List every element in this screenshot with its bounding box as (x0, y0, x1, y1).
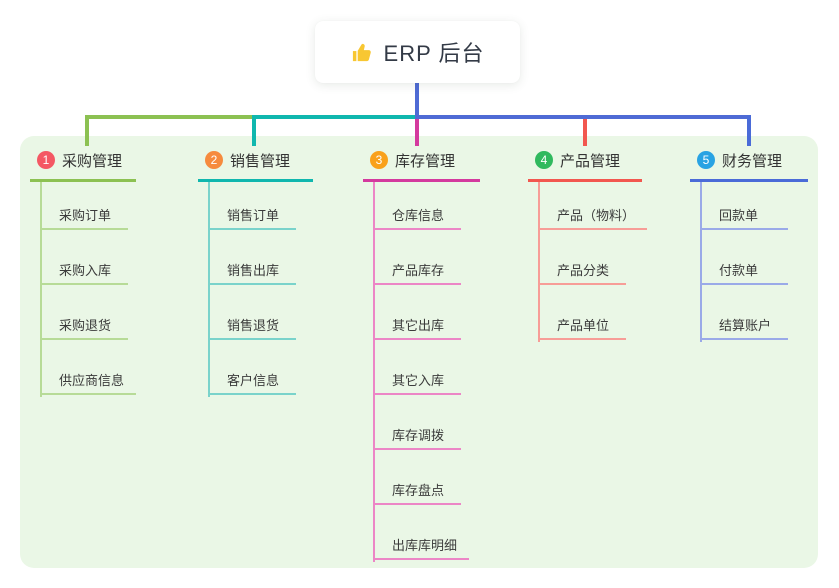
branch-underline (198, 179, 313, 182)
leaf-node[interactable]: 客户信息 (208, 373, 296, 395)
leaf-node[interactable]: 库存盘点 (373, 483, 461, 505)
leaf-node[interactable]: 回款单 (700, 208, 788, 230)
leaf-node[interactable]: 销售退货 (208, 318, 296, 340)
branch-2-drop-line (252, 115, 256, 146)
leaf-node[interactable]: 出库库明细 (373, 538, 470, 560)
branch-number-badge: 2 (205, 151, 223, 169)
branch-title: 采购管理 (62, 152, 123, 170)
branch-3-drop-line (415, 119, 419, 146)
connector-segment-teal (252, 115, 415, 119)
branch-child-connector (373, 182, 375, 562)
branch-1-drop-line (85, 115, 89, 146)
branch-title: 产品管理 (560, 152, 621, 170)
branch-underline (528, 179, 642, 182)
branch-finance: 5 财务管理 回款单 付款单 结算账户 (690, 150, 808, 342)
leaf-node[interactable]: 仓库信息 (373, 208, 461, 230)
branch-5-drop-line (747, 115, 751, 146)
branch-node[interactable]: 5 财务管理 (690, 150, 808, 179)
leaf-node[interactable]: 库存调拨 (373, 428, 461, 450)
branch-product: 4 产品管理 产品（物料） 产品分类 产品单位 (528, 150, 648, 342)
branch-number-badge: 1 (37, 151, 55, 169)
leaf-node[interactable]: 销售出库 (208, 263, 296, 285)
connector-segment-green (85, 115, 254, 119)
leaf-node[interactable]: 采购入库 (40, 263, 128, 285)
branch-number-badge: 5 (697, 151, 715, 169)
branches-panel (20, 136, 818, 568)
branch-number-badge: 4 (535, 151, 553, 169)
thumbs-up-icon (351, 41, 374, 64)
connector-segment-blue (415, 115, 751, 119)
branch-title: 库存管理 (395, 152, 456, 170)
leaf-node[interactable]: 销售订单 (208, 208, 296, 230)
leaf-node[interactable]: 产品单位 (538, 318, 626, 340)
branch-procurement: 1 采购管理 采购订单 采购入库 采购退货 供应商信息 (30, 150, 137, 397)
leaf-node[interactable]: 产品库存 (373, 263, 461, 285)
branch-underline (363, 179, 480, 182)
leaf-node[interactable]: 产品分类 (538, 263, 626, 285)
branch-inventory: 3 库存管理 仓库信息 产品库存 其它出库 其它入库 库存调拨 库存盘点 出库库… (363, 150, 480, 562)
branch-underline (30, 179, 136, 182)
branch-sales: 2 销售管理 销售订单 销售出库 销售退货 客户信息 (198, 150, 313, 397)
branch-title: 财务管理 (722, 152, 783, 170)
branch-child-connector (538, 182, 540, 342)
leaf-node[interactable]: 结算账户 (700, 318, 788, 340)
branch-number-badge: 3 (370, 151, 388, 169)
branch-4-drop-line (583, 119, 587, 146)
root-stem-line (415, 83, 419, 119)
branch-node[interactable]: 4 产品管理 (528, 150, 642, 179)
leaf-node[interactable]: 付款单 (700, 263, 788, 285)
branch-child-connector (208, 182, 210, 397)
branch-child-connector (40, 182, 42, 397)
leaf-node[interactable]: 其它入库 (373, 373, 461, 395)
root-node[interactable]: ERP 后台 (315, 21, 520, 83)
branch-underline (690, 179, 808, 182)
leaf-node[interactable]: 产品（物料） (538, 208, 648, 230)
branch-child-connector (700, 182, 702, 342)
branch-node[interactable]: 2 销售管理 (198, 150, 313, 179)
branch-title: 销售管理 (230, 152, 291, 170)
leaf-node[interactable]: 采购订单 (40, 208, 128, 230)
leaf-node[interactable]: 其它出库 (373, 318, 461, 340)
branch-node[interactable]: 1 采购管理 (30, 150, 136, 179)
branch-node[interactable]: 3 库存管理 (363, 150, 480, 179)
leaf-node[interactable]: 供应商信息 (40, 373, 137, 395)
root-node-title: ERP 后台 (383, 41, 485, 66)
leaf-node[interactable]: 采购退货 (40, 318, 128, 340)
